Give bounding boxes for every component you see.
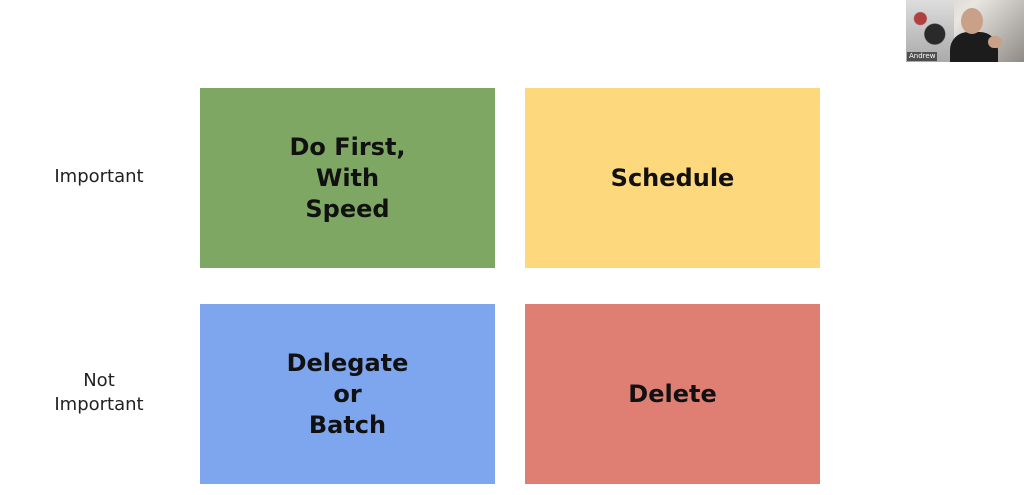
- quadrant-delegate-label: Delegate or Batch: [286, 348, 409, 439]
- speaker-head: [961, 8, 983, 34]
- row-label-important: Important: [54, 166, 144, 187]
- row-label-not-important: Not Important: [54, 370, 144, 415]
- quadrant-do-first-label: Do First, With Speed: [289, 132, 406, 223]
- speaker-hand: [988, 36, 1002, 48]
- video-thumbnail[interactable]: Andrew: [906, 0, 1024, 62]
- quadrant-delete-label: Delete: [628, 379, 717, 408]
- quadrant-delegate: Delegate or Batch: [200, 304, 495, 484]
- quadrant-schedule-label: Schedule: [610, 163, 735, 192]
- quadrant-delete: Delete: [525, 304, 820, 484]
- quadrant-do-first: Do First, With Speed: [200, 88, 495, 268]
- quadrant-schedule: Schedule: [525, 88, 820, 268]
- speaker-name-tag: Andrew: [907, 52, 938, 61]
- video-background-art: [906, 0, 954, 62]
